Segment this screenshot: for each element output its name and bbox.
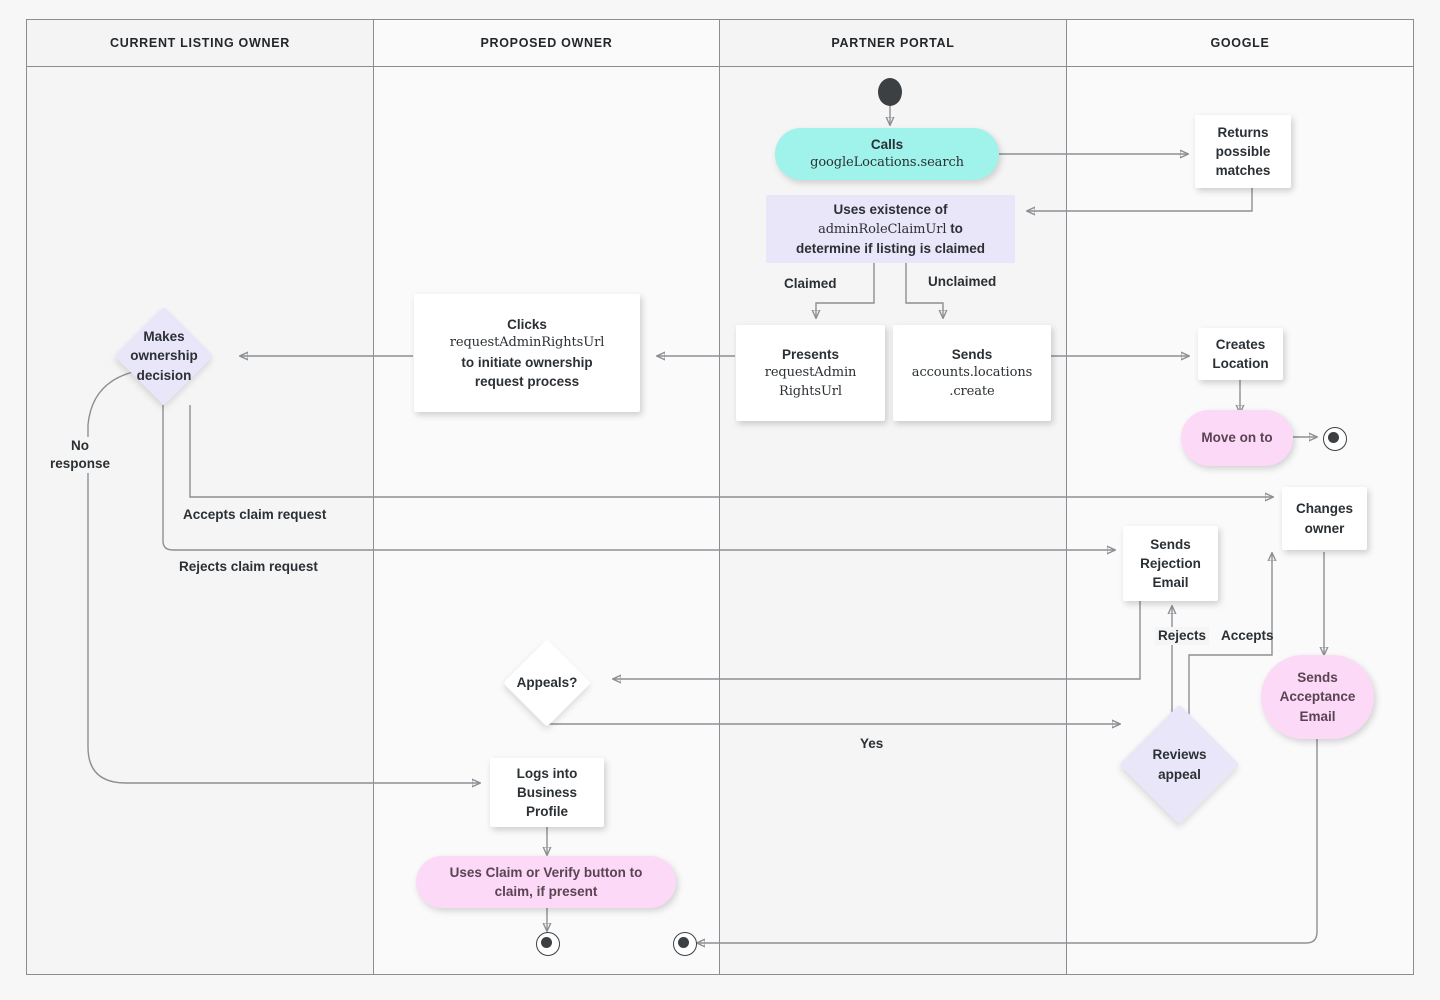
node-line-1: Uses existence of <box>833 201 948 217</box>
node-label: Makes ownership decision <box>130 329 198 383</box>
node-label: Appeals? <box>516 675 578 691</box>
end-terminal-google <box>1323 427 1347 451</box>
edge-label-unclaimed: Unclaimed <box>925 273 1000 292</box>
label-text: Accepts <box>1221 628 1274 643</box>
node-label: Sends Rejection Email <box>1140 536 1201 591</box>
node-line-4: request process <box>474 373 580 389</box>
edge-label-accepts-claim-request: Accepts claim request <box>180 506 330 525</box>
edge-label-claimed: Claimed <box>781 275 840 294</box>
node-label: Creates Location <box>1212 336 1269 371</box>
edge-label-no-response: No response <box>37 437 123 474</box>
decision-label-makes-ownership-decision: Makes ownership decision <box>109 321 219 391</box>
lane-header-google: GOOGLE <box>1066 19 1414 67</box>
node-line-1: Calls <box>870 137 904 153</box>
node-line-3: to initiate ownership <box>461 354 593 370</box>
node-line-3-code: .create <box>949 383 995 399</box>
label-text: Rejects claim request <box>179 559 318 574</box>
end-terminal-proposed-owner <box>536 932 560 956</box>
node-changes-owner[interactable]: Changes owner <box>1282 487 1367 550</box>
node-sends-accounts-locations-create[interactable]: Sends accounts.locations .create <box>893 325 1051 421</box>
lane-header-current-listing-owner: CURRENT LISTING OWNER <box>26 19 374 67</box>
node-uses-claim-or-verify-button[interactable]: Uses Claim or Verify button to claim, if… <box>416 856 676 908</box>
node-clicks-request-admin-rights-url[interactable]: Clicks requestAdminRightsUrl to initiate… <box>414 294 640 412</box>
node-sends-acceptance-email[interactable]: Sends Acceptance Email <box>1261 655 1374 739</box>
node-line-2-code: accounts.locations <box>911 365 1033 381</box>
node-line-1: Presents <box>781 346 840 362</box>
node-label: Changes owner <box>1295 501 1353 536</box>
lane-label: PARTNER PORTAL <box>831 36 955 50</box>
lane-label: GOOGLE <box>1210 36 1270 50</box>
lane-header-proposed-owner: PROPOSED OWNER <box>373 19 720 67</box>
node-line-1: Uses Claim or Verify button to <box>449 864 643 880</box>
node-line-1: Sends <box>951 346 993 362</box>
node-label: Reviews appeal <box>1152 747 1207 782</box>
node-line-2: claim, if present <box>494 884 598 899</box>
node-uses-existence-admin-role-claim-url[interactable]: Uses existence of adminRoleClaimUrl to d… <box>766 195 1015 263</box>
node-label: Move on to <box>1201 430 1273 446</box>
edge-label-yes: Yes <box>857 735 887 754</box>
edge-label-rejects-claim-request: Rejects claim request <box>176 558 321 577</box>
code-admin-role-claim-url: adminRoleClaimUrl <box>818 221 947 237</box>
label-text: Yes <box>860 736 884 751</box>
lane-bottom-border <box>26 974 1414 975</box>
node-label: Returns possible matches <box>1215 124 1271 179</box>
label-text-line-2: response <box>49 456 111 472</box>
lane-label: PROPOSED OWNER <box>480 36 613 50</box>
lane-label: CURRENT LISTING OWNER <box>110 36 290 50</box>
node-line-2-code: requestAdminRightsUrl <box>449 335 605 351</box>
node-returns-possible-matches[interactable]: Returns possible matches <box>1195 115 1291 188</box>
node-label: Sends Acceptance Email <box>1279 670 1356 724</box>
node-line-2: adminRoleClaimUrl to <box>818 219 963 239</box>
node-move-on-to[interactable]: Move on to <box>1181 410 1293 466</box>
node-line-3-code: RightsUrl <box>779 383 842 399</box>
edge-label-rejects: Rejects <box>1155 627 1210 646</box>
node-line-2-code: googleLocations.search <box>810 155 964 171</box>
edge-label-accepts: Accepts <box>1218 627 1277 645</box>
node-creates-location[interactable]: Creates Location <box>1198 328 1283 380</box>
node-line-2-code: requestAdmin <box>764 365 857 381</box>
start-terminal <box>878 78 902 106</box>
label-text: Accepts claim request <box>183 507 327 522</box>
node-sends-rejection-email[interactable]: Sends Rejection Email <box>1123 526 1218 601</box>
label-text: Rejects <box>1158 628 1207 643</box>
label-text: Unclaimed <box>928 274 997 289</box>
end-terminal-proposed-owner-2 <box>673 932 697 956</box>
line-2-tail: to <box>946 220 963 236</box>
node-calls-google-locations-search[interactable]: Calls googleLocations.search <box>775 128 999 180</box>
lane-header-partner-portal: PARTNER PORTAL <box>719 19 1067 67</box>
label-text: Claimed <box>784 276 837 291</box>
node-presents-request-admin-rights-url[interactable]: Presents requestAdmin RightsUrl <box>736 325 885 421</box>
node-logs-into-business-profile[interactable]: Logs into Business Profile <box>490 758 604 827</box>
decision-label-reviews-appeal: Reviews appeal <box>1128 722 1231 807</box>
decision-label-appeals: Appeals? <box>496 652 598 714</box>
label-text-line-1: No <box>71 438 89 453</box>
node-line-3: determine if listing is claimed <box>795 241 986 257</box>
node-line-1: Clicks <box>507 317 547 333</box>
node-label: Logs into Business Profile <box>516 765 578 820</box>
